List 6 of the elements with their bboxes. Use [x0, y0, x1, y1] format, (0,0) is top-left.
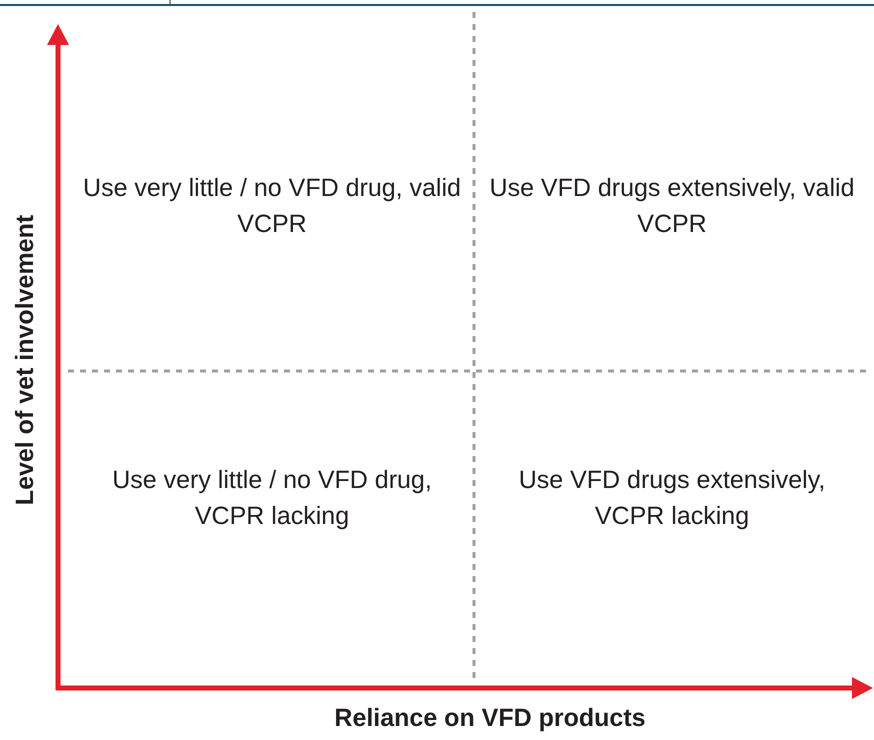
quadrant-text: Use VFD drugs extensively, VCPR lacking	[518, 465, 826, 532]
quadrant-text: Use very little / no VFD drug, VCPR lacking	[111, 465, 433, 532]
axis-title: Reliance on VFD products	[333, 703, 647, 734]
axis-title: Level of vet involvement	[10, 214, 40, 508]
quadrant-text: Use very little / no VFD drug, valid VCPR	[82, 173, 462, 240]
quadrant-text: Use VFD drugs extensively, valid VCPR	[488, 173, 856, 240]
